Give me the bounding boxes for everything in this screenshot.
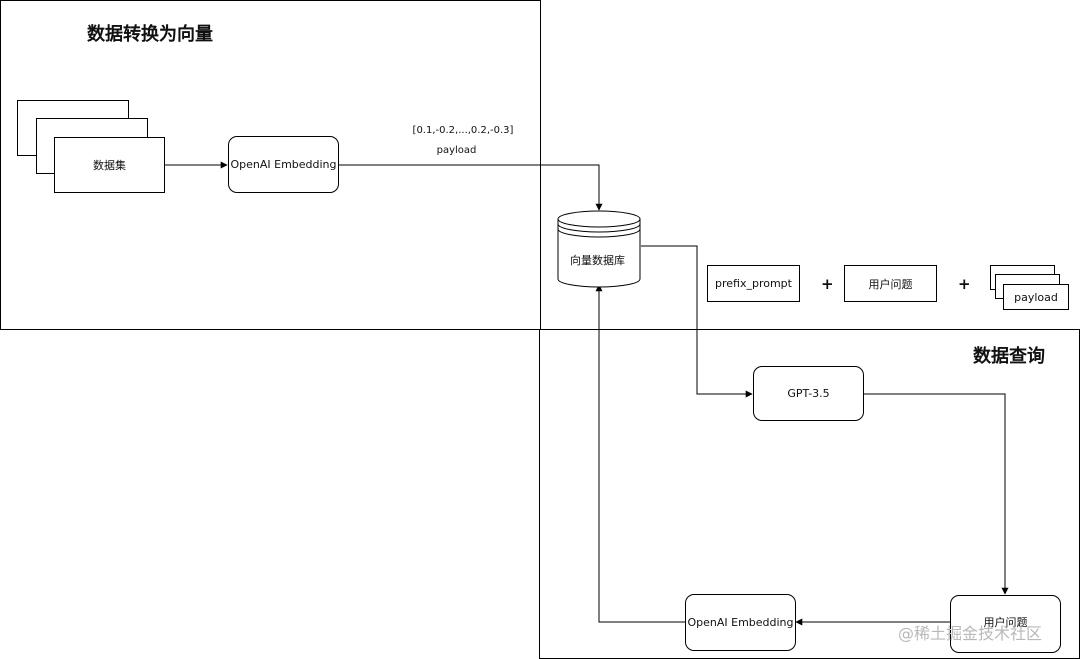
plus-operator-1: + <box>821 275 834 293</box>
edge-label-vector-example: [0.1,-0.2,...,0.2,-0.3] <box>412 125 514 136</box>
edge-label-payload: payload <box>436 145 477 156</box>
embedding-node-bottom[interactable]: OpenAI Embedding <box>685 594 796 651</box>
edge-vectordb-to-gpt <box>641 245 753 398</box>
edge-embedding-to-vectordb <box>339 164 603 211</box>
user-question-top-label: 用户问题 <box>868 277 913 291</box>
payload-node[interactable]: payload <box>1003 284 1069 310</box>
embedding-bottom-label: OpenAI Embedding <box>687 616 794 629</box>
region-query-title: 数据查询 <box>973 346 1045 367</box>
prefix-prompt-node[interactable]: prefix_prompt <box>707 265 800 302</box>
payload-label: payload <box>1014 290 1058 304</box>
gpt-label: GPT-3.5 <box>787 387 830 400</box>
user-question-node-bottom[interactable]: 用户问题 <box>950 595 1061 653</box>
dataset-node[interactable]: 数据集 <box>54 137 165 193</box>
region-vectorize-title: 数据转换为向量 <box>87 24 213 45</box>
vector-db-ring-1 <box>557 223 641 233</box>
vector-db-node[interactable] <box>557 210 641 288</box>
dataset-label: 数据集 <box>93 159 126 172</box>
watermark-text: @稀土掘金技术社区 <box>898 624 1043 643</box>
vector-db-label: 向量数据库 <box>570 254 625 267</box>
edge-embedding-to-vectordb-return <box>595 284 685 623</box>
embedding-top-label: OpenAI Embedding <box>230 158 337 171</box>
plus-operator-2: + <box>958 275 971 293</box>
user-question-bottom-label: 用户问题 <box>983 616 1028 629</box>
edge-gpt-to-user-question <box>864 393 1009 595</box>
vector-db-top <box>557 210 641 228</box>
prefix-prompt-label: prefix_prompt <box>715 277 792 290</box>
gpt-node[interactable]: GPT-3.5 <box>753 366 864 421</box>
embedding-node-top[interactable]: OpenAI Embedding <box>228 136 339 193</box>
user-question-node-top[interactable]: 用户问题 <box>844 265 937 302</box>
vector-db-ring-2 <box>557 228 641 238</box>
